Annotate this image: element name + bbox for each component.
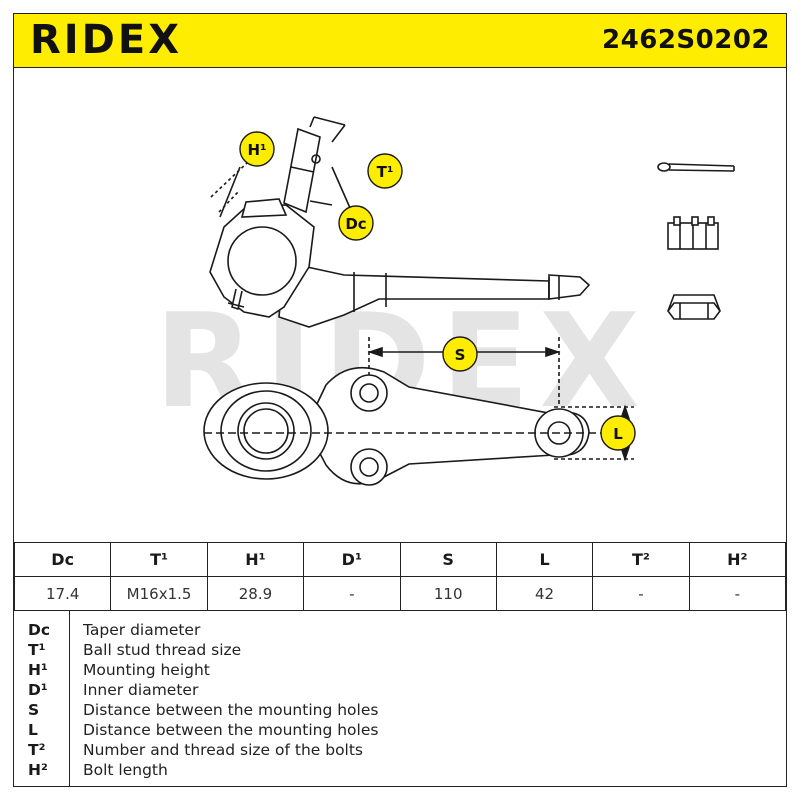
part-number: 2462S0202 (602, 25, 770, 55)
legend-desc: Inner diameter (83, 681, 199, 699)
legend: Dc Taper diameter T¹ Ball stud thread size… (14, 610, 786, 787)
ball-joint-side-view (209, 116, 591, 328)
svg-text:T¹: T¹ (377, 163, 394, 181)
specs-header-cell: T¹ (110, 542, 208, 577)
legend-code: D¹ (28, 681, 48, 699)
legend-code: S (28, 701, 40, 719)
svg-text:L: L (613, 425, 623, 443)
specs-value-row: 17.4 M16x1.5 28.9 - 110 42 - - (13, 576, 787, 611)
callout-l: L (600, 415, 636, 451)
specs-table: Dc T¹ H¹ D¹ S L T² H² 17.4 M16x1.5 28.9 … (13, 542, 787, 611)
specs-header-row: Dc T¹ H¹ D¹ S L T² H² (13, 542, 787, 577)
specs-value-cell: 28.9 (206, 576, 305, 611)
specs-header-cell: Dc (13, 542, 112, 577)
legend-desc: Taper diameter (83, 621, 201, 639)
specs-header-cell: D¹ (303, 542, 401, 577)
callout-h1: H¹ (239, 131, 275, 167)
svg-text:S: S (455, 346, 466, 364)
legend-divider (69, 611, 70, 787)
svg-text:H¹: H¹ (247, 141, 266, 159)
specs-value-cell: 42 (495, 576, 594, 611)
legend-code: T² (28, 741, 46, 759)
hex-nut (667, 294, 721, 320)
specs-value-cell: 17.4 (13, 576, 112, 611)
legend-desc: Number and thread size of the bolts (83, 741, 364, 759)
technical-drawing: RIDEX (14, 67, 786, 542)
specs-value-cell: - (592, 576, 690, 611)
callout-t1: T¹ (367, 153, 403, 189)
specs-header-cell: H² (688, 542, 787, 577)
legend-desc: Distance between the mounting holes (83, 701, 379, 719)
legend-code: L (28, 721, 38, 739)
legend-desc: Distance between the mounting holes (83, 721, 379, 739)
specs-value-cell: - (303, 576, 401, 611)
legend-desc: Ball stud thread size (83, 641, 242, 659)
brand-logo: RIDEX (30, 17, 183, 63)
specs-header-cell: S (399, 542, 497, 577)
specs-header-cell: L (495, 542, 594, 577)
legend-desc: Bolt length (83, 761, 168, 779)
legend-desc: Mounting height (83, 661, 210, 679)
callout-s: S (442, 336, 478, 372)
specs-header-cell: T² (592, 542, 690, 577)
castle-nut (667, 216, 719, 250)
svg-text:Dc: Dc (345, 215, 366, 233)
specs-value-cell: M16x1.5 (110, 576, 208, 611)
specs-value-cell: 110 (399, 576, 497, 611)
specs-value-cell: - (688, 576, 787, 611)
header-bar: RIDEX 2462S0202 (14, 14, 786, 68)
ball-joint-top-view (203, 337, 634, 486)
specs-header-cell: H¹ (206, 542, 305, 577)
legend-code: H² (28, 761, 48, 779)
callout-dc: Dc (338, 205, 374, 241)
cotter-pin (657, 162, 735, 172)
legend-code: H¹ (28, 661, 48, 679)
ball-joint-drawing: H¹ T¹ Dc S L (203, 116, 735, 486)
legend-code: Dc (28, 621, 51, 639)
legend-code: T¹ (28, 641, 46, 659)
product-sheet: RIDEX 2462S0202 RIDEX (13, 13, 787, 787)
